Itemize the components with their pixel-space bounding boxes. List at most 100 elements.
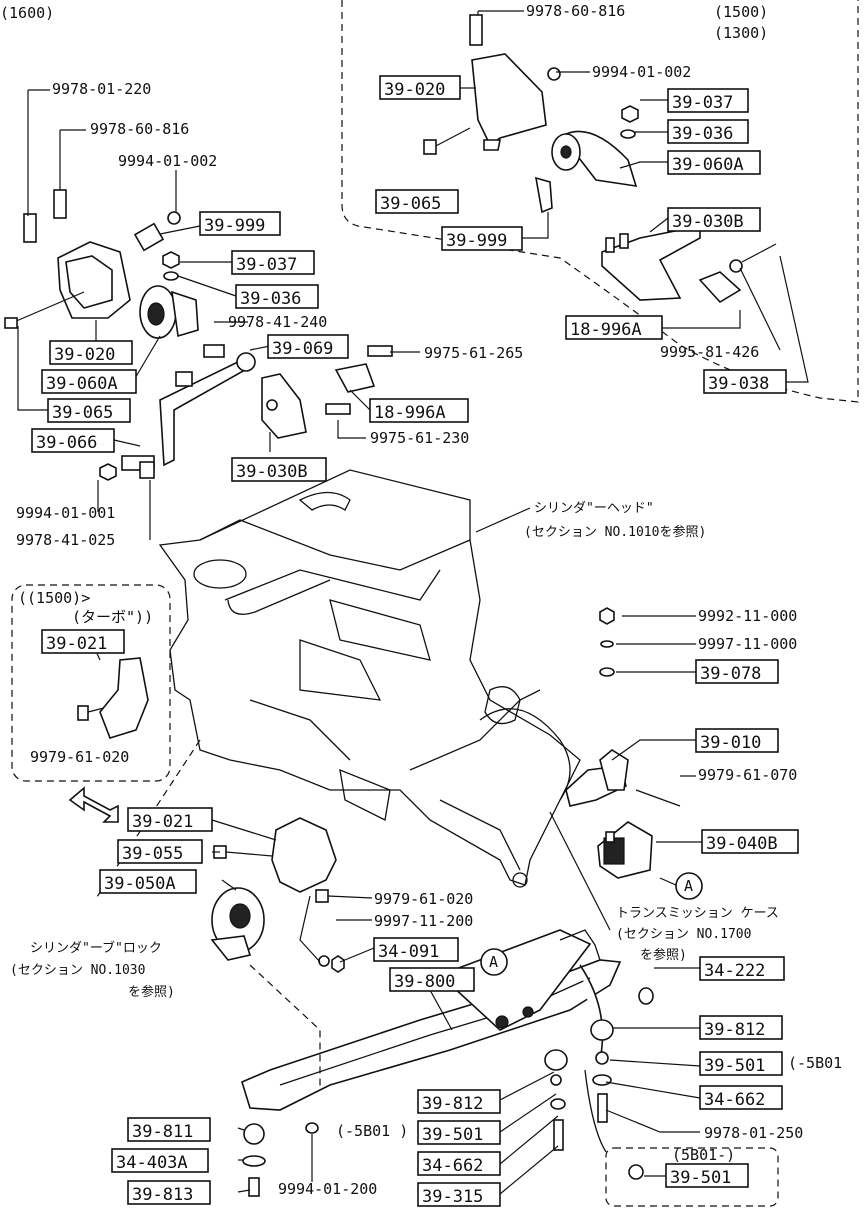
reference-marker-label: A bbox=[489, 953, 498, 971]
mount-lower-left bbox=[210, 817, 345, 973]
part-code-box: 39-060A bbox=[41, 369, 137, 394]
variant-1600-label: (1600) bbox=[0, 4, 54, 22]
part-code: 39-066 bbox=[36, 433, 97, 453]
part-code-box: 39-315 bbox=[417, 1182, 501, 1207]
variant-1300-label: (1300) bbox=[714, 24, 768, 42]
part-number: 9975-61-230 bbox=[370, 429, 469, 447]
part-code: 39-036 bbox=[672, 124, 733, 144]
part-number: 9997-11-200 bbox=[374, 912, 473, 930]
part-code: 39-060A bbox=[672, 155, 744, 175]
part-code: 39-021 bbox=[132, 812, 193, 832]
range-note: (5B01-) bbox=[672, 1146, 735, 1164]
crossmember bbox=[241, 929, 622, 1153]
part-code: 39-501 bbox=[422, 1125, 483, 1145]
part-code-box: 39-065 bbox=[375, 189, 459, 214]
variant-1500-label: (1500) bbox=[714, 3, 768, 21]
part-code: 39-813 bbox=[132, 1185, 193, 1205]
reference-marker: A bbox=[480, 948, 508, 976]
part-code-box: 39-066 bbox=[31, 428, 115, 453]
part-code-box: 39-030B bbox=[667, 207, 761, 232]
part-code-box: 34-662 bbox=[699, 1085, 783, 1110]
part-code-box: 39-999 bbox=[441, 226, 523, 251]
part-number: 9994-01-200 bbox=[278, 1180, 377, 1198]
engine-assembly bbox=[158, 469, 581, 888]
part-code: 39-999 bbox=[446, 231, 507, 251]
part-code-box: 39-065 bbox=[47, 398, 131, 423]
part-code-box: 39-021 bbox=[41, 629, 125, 654]
part-code-box: 39-036 bbox=[235, 284, 319, 309]
part-code-box: 39-501 bbox=[417, 1120, 501, 1145]
note-cylinder-head: シリンダ"ーヘッド" bbox=[534, 501, 654, 516]
part-code: 39-021 bbox=[46, 634, 107, 654]
part-code: 39-812 bbox=[704, 1020, 765, 1040]
part-code: 39-055 bbox=[122, 844, 183, 864]
note-cylinder-head-ref: (セクション NO.1010を参照) bbox=[524, 524, 706, 540]
part-code-box: 39-811 bbox=[127, 1117, 211, 1142]
part-code-box: 39-055 bbox=[117, 839, 203, 864]
turbo-variant-label: ((1500)> bbox=[18, 589, 90, 607]
part-code-box: 39-038 bbox=[703, 369, 787, 394]
part-code: 34-091 bbox=[378, 942, 439, 962]
mount-right-middle bbox=[565, 607, 681, 879]
5b01-region-boundary bbox=[605, 1147, 779, 1207]
range-note: (-5B01 ) bbox=[336, 1122, 408, 1140]
turbo-variant-label-2: (ターボ")) bbox=[72, 608, 153, 626]
part-code-box: 34-662 bbox=[417, 1151, 501, 1176]
part-code: 39-020 bbox=[54, 345, 115, 365]
note-transmission-ref: (セクション NO.1700 bbox=[616, 927, 751, 942]
part-code: 34-222 bbox=[704, 961, 765, 981]
part-code-box: 39-812 bbox=[699, 1015, 783, 1040]
part-code-box: 39-078 bbox=[695, 659, 779, 684]
part-code: 39-065 bbox=[52, 403, 113, 423]
part-code-box: 39-050A bbox=[99, 869, 197, 894]
part-code: 39-040B bbox=[706, 834, 778, 854]
part-code: 39-010 bbox=[700, 733, 761, 753]
part-code-box: 39-010 bbox=[695, 728, 779, 753]
part-code-box: 39-800 bbox=[389, 967, 475, 992]
part-number: 9978-60-816 bbox=[90, 120, 189, 138]
mount-1600-left bbox=[4, 189, 393, 481]
part-code-box: 39-812 bbox=[417, 1089, 501, 1114]
part-number: 9994-01-002 bbox=[118, 152, 217, 170]
part-code-box: 39-813 bbox=[127, 1180, 211, 1205]
note-transmission-ref-2: を参照) bbox=[640, 947, 687, 963]
part-code-box: 39-040B bbox=[701, 829, 799, 854]
note-cylinder-block-ref-2: を参照) bbox=[128, 984, 175, 1000]
part-code: 34-662 bbox=[704, 1090, 765, 1110]
note-cylinder-block-ref: (セクション NO.1030 bbox=[10, 963, 145, 978]
note-transmission-case: トランスミッション ケース bbox=[616, 906, 779, 921]
part-code: 39-501 bbox=[704, 1056, 765, 1076]
part-code: 34-662 bbox=[422, 1156, 483, 1176]
part-code-box: 39-020 bbox=[49, 340, 133, 365]
part-code-box: 39-501 bbox=[665, 1163, 749, 1188]
part-code-box: 39-501 bbox=[699, 1051, 783, 1076]
part-number: 9979-61-020 bbox=[374, 890, 473, 908]
turbo-bracket bbox=[77, 657, 149, 739]
part-number: 9994-01-002 bbox=[592, 63, 691, 81]
part-number: 9997-11-000 bbox=[698, 635, 797, 653]
part-code: 18-996A bbox=[374, 403, 446, 423]
double-arrow-icon bbox=[68, 786, 119, 823]
part-number: 9994-01-001 bbox=[16, 504, 115, 522]
part-code: 39-020 bbox=[384, 80, 445, 100]
reference-marker-label: A bbox=[684, 877, 693, 895]
part-code-box: 39-020 bbox=[379, 75, 461, 100]
lower-hardware bbox=[242, 987, 654, 1197]
part-code: 39-030B bbox=[672, 212, 744, 232]
part-code: 39-050A bbox=[104, 874, 176, 894]
mount-1500-1300-right bbox=[423, 14, 777, 304]
part-code: 39-811 bbox=[132, 1122, 193, 1142]
part-number: 9978-01-250 bbox=[704, 1124, 803, 1142]
part-code: 39-038 bbox=[708, 374, 769, 394]
part-code: 39-501 bbox=[670, 1168, 731, 1188]
part-code-box: 39-999 bbox=[199, 211, 281, 236]
part-code: 39-060A bbox=[46, 374, 118, 394]
part-code: 39-069 bbox=[272, 339, 333, 359]
part-number: 9978-01-220 bbox=[52, 80, 151, 98]
part-code: 39-812 bbox=[422, 1094, 483, 1114]
part-code-box: 34-403A bbox=[111, 1148, 209, 1173]
part-number: 9992-11-000 bbox=[698, 607, 797, 625]
reference-marker: A bbox=[675, 872, 703, 900]
part-number: 9995-81-426 bbox=[660, 343, 759, 361]
